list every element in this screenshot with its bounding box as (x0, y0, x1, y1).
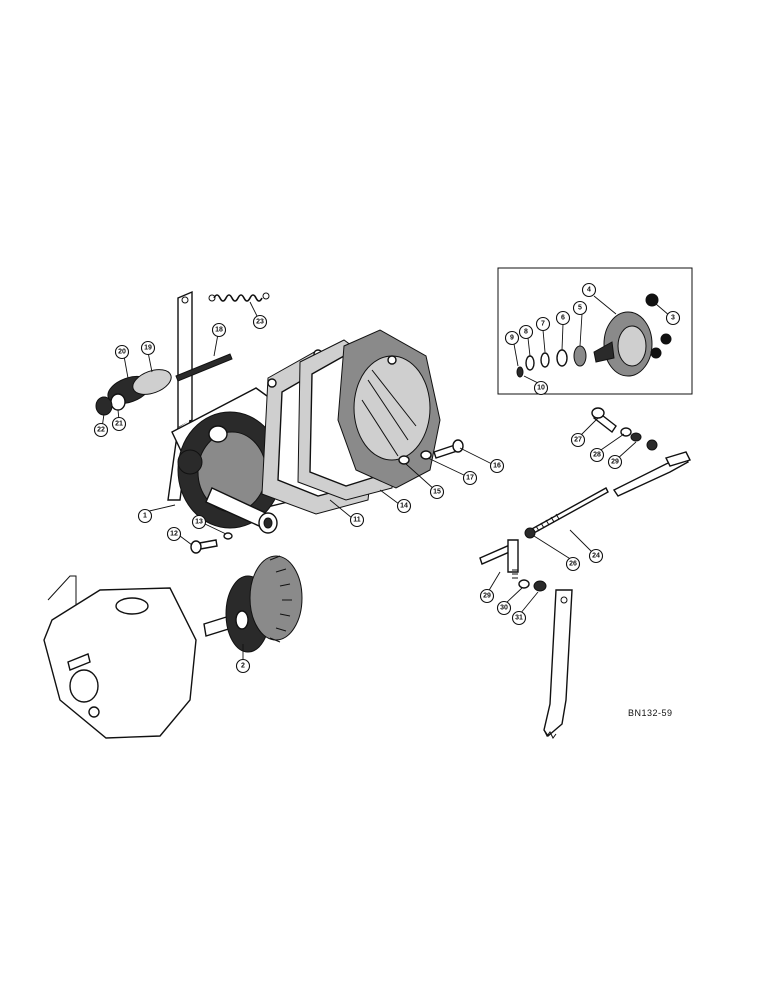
svg-text:7: 7 (541, 321, 545, 328)
callout-18: 18 (211, 322, 227, 338)
svg-text:5: 5 (578, 305, 582, 312)
figure-code: BN132-59 (628, 708, 673, 718)
clip-part-9 (516, 366, 524, 378)
svg-text:15: 15 (433, 489, 441, 496)
weights-part-3 (645, 293, 672, 359)
spring-part-23 (208, 292, 270, 302)
washer-part-8 (525, 355, 535, 371)
callout-6: 6 (555, 310, 571, 326)
callout-19: 19 (140, 340, 156, 356)
callout-2: 2 (235, 658, 251, 674)
inset-frame (497, 267, 693, 395)
thrust-washer-part-5 (573, 345, 587, 367)
svg-text:26: 26 (569, 561, 577, 568)
callout-29: 29 (607, 454, 623, 470)
callout-10: 10 (533, 380, 549, 396)
svg-text:17: 17 (466, 475, 474, 482)
svg-text:9: 9 (510, 335, 514, 342)
lock-washer-part-13 (223, 532, 233, 540)
capscrew-part-27 (591, 407, 617, 434)
callout-22: 22 (93, 422, 109, 438)
capscrew-part-16 (433, 439, 464, 459)
svg-text:21: 21 (115, 421, 123, 428)
svg-text:6: 6 (561, 315, 565, 322)
callout-9: 9 (504, 330, 520, 346)
svg-text:18: 18 (215, 327, 223, 334)
callout-31: 31 (511, 610, 527, 626)
callout-23: 23 (252, 314, 268, 330)
cover-part-14 (337, 329, 441, 489)
washer-part-7 (540, 352, 550, 368)
gasket-part-19 (132, 369, 172, 395)
svg-text:3: 3 (671, 315, 675, 322)
svg-text:29: 29 (483, 593, 491, 600)
callout-27: 27 (570, 432, 586, 448)
svg-text:12: 12 (170, 531, 178, 538)
governor-rod-part-24 (529, 487, 609, 535)
callout-15: 15 (429, 484, 445, 500)
svg-text:30: 30 (500, 605, 508, 612)
callout-5: 5 (572, 300, 588, 316)
clevis-yoke (612, 451, 691, 497)
callout-4: 4 (581, 282, 597, 298)
nut-part-29 (646, 439, 658, 451)
svg-text:13: 13 (195, 519, 203, 526)
nut-part-26 (524, 527, 536, 539)
washer-part-21 (110, 393, 126, 411)
capscrew-part-12 (190, 539, 218, 554)
callout-30: 30 (496, 600, 512, 616)
callout-29b: 29 (479, 588, 495, 604)
nut-part-22 (95, 396, 113, 416)
washer-part-30 (518, 579, 530, 589)
governor-cup-part-4 (593, 311, 653, 377)
stud-part-18 (175, 353, 233, 382)
callout-13: 13 (191, 514, 207, 530)
callout-8: 8 (518, 324, 534, 340)
svg-text:22: 22 (97, 427, 105, 434)
svg-text:20: 20 (118, 349, 126, 356)
callout-14: 14 (396, 498, 412, 514)
lock-washer-part-15 (398, 455, 410, 465)
lock-washer-part-17 (420, 450, 432, 460)
callout-11: 11 (349, 512, 365, 528)
washer-part-29 (630, 432, 642, 442)
callout-24: 24 (588, 548, 604, 564)
leader-lines (101, 295, 671, 660)
callout-1: 1 (137, 508, 153, 524)
drive-gear-part-2 (203, 555, 303, 653)
svg-text:8: 8 (524, 329, 528, 336)
callout-12: 12 (166, 526, 182, 542)
svg-text:19: 19 (144, 345, 152, 352)
svg-text:4: 4 (587, 287, 591, 294)
svg-text:10: 10 (537, 385, 545, 392)
swivel-part-29b (479, 539, 519, 579)
svg-text:11: 11 (353, 517, 361, 524)
svg-text:31: 31 (515, 615, 523, 622)
callout-28: 28 (589, 447, 605, 463)
washer-part-6 (556, 349, 568, 367)
engine-front-cover (43, 575, 197, 739)
svg-text:1: 1 (143, 513, 147, 520)
svg-text:16: 16 (493, 463, 501, 470)
callout-16: 16 (489, 458, 505, 474)
svg-text:23: 23 (256, 319, 264, 326)
callout-3: 3 (665, 310, 681, 326)
callout-20: 20 (114, 344, 130, 360)
svg-text:2: 2 (241, 663, 245, 670)
svg-text:27: 27 (574, 437, 582, 444)
svg-text:28: 28 (593, 452, 601, 459)
nut-part-31 (533, 580, 547, 592)
callout-26: 26 (565, 556, 581, 572)
throttle-lever (543, 589, 573, 739)
callout-7: 7 (535, 316, 551, 332)
svg-text:29: 29 (611, 459, 619, 466)
svg-text:14: 14 (400, 503, 408, 510)
callout-17: 17 (462, 470, 478, 486)
callout-21: 21 (111, 416, 127, 432)
svg-text:24: 24 (592, 553, 600, 560)
